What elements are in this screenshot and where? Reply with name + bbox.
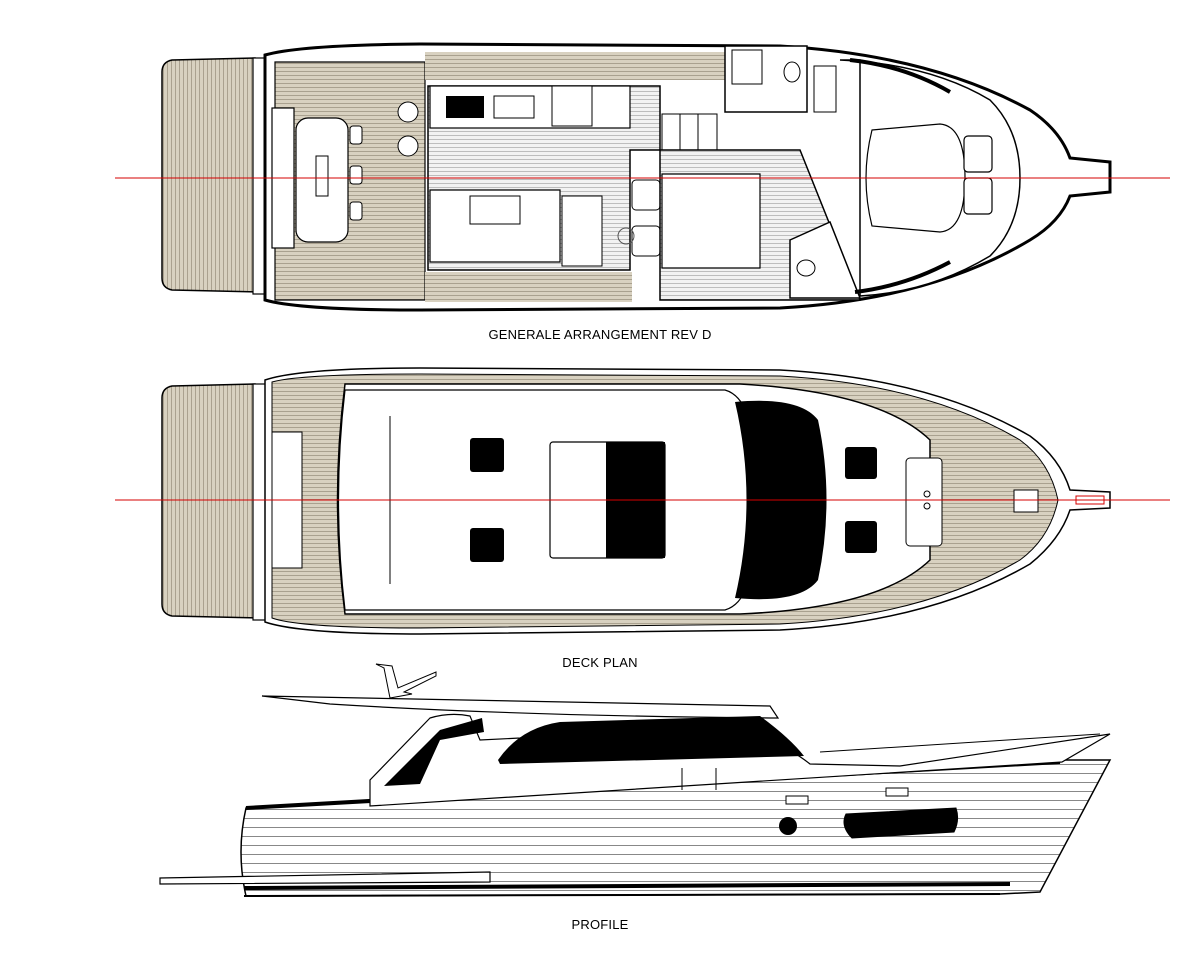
profile-caption: PROFILE	[571, 917, 629, 932]
ga-nightstand-2	[963, 177, 993, 215]
ga-stairs	[661, 113, 718, 151]
ga-table-insert	[315, 155, 329, 197]
ga-salon-seat	[561, 195, 603, 267]
profile-bow-rail	[819, 733, 1101, 753]
profile-vent-1	[785, 795, 809, 805]
deck-hatch-aft-port	[470, 438, 504, 472]
ga-helm-seat-1	[631, 179, 661, 211]
ga-port-side-deck	[425, 52, 725, 80]
ga-helm-seat-2	[631, 225, 661, 257]
profile-aft-window	[384, 718, 484, 786]
ga-salon-table	[469, 195, 521, 225]
profile-antenna	[375, 663, 437, 699]
ga-starboard-side-deck	[425, 272, 632, 302]
ga-stbd-window	[854, 260, 951, 294]
deck-windlass	[1013, 489, 1039, 513]
ga-nightstand-1	[963, 135, 993, 173]
ga-winch-1	[397, 101, 419, 123]
profile-vent-2	[885, 787, 909, 797]
profile-salon-window	[498, 716, 804, 764]
ga-aft-toilet	[783, 61, 801, 83]
ga-galley-cooktop	[446, 96, 484, 118]
ga-guest-berth	[661, 173, 761, 269]
deck-hatch-fwd-stbd	[845, 521, 877, 553]
profile-porthole	[779, 817, 797, 835]
deck-plan-caption: DECK PLAN	[562, 655, 638, 670]
ga-fwd-toilet	[796, 259, 816, 277]
profile-boot-stripe	[243, 882, 1011, 890]
profile-view	[159, 663, 1112, 897]
deck-swim-platform	[161, 383, 259, 619]
ga-galley-sink	[493, 95, 535, 119]
ga-winch-2	[397, 135, 419, 157]
ga-steering-wheel	[617, 227, 635, 245]
ga-galley-fridge	[551, 85, 593, 127]
profile-hull-window	[843, 807, 959, 839]
profile-swim-platform	[159, 871, 491, 885]
ga-salon-sofa	[429, 189, 561, 263]
deck-anchor-locker	[905, 457, 943, 547]
deck-hatch-fwd-port	[845, 447, 877, 479]
ga-port-window	[849, 58, 952, 94]
ga-ladder	[813, 65, 837, 113]
ga-chair-1	[349, 125, 363, 145]
ga-chair-2	[349, 165, 363, 185]
profile-keel-line	[243, 893, 1001, 897]
ga-aft-shower	[731, 49, 763, 85]
ga-fwd-head	[789, 220, 862, 299]
general-arrangement-plan	[115, 42, 1170, 312]
profile-hardtop	[261, 695, 780, 719]
deck-plan	[115, 367, 1170, 635]
ga-swim-platform	[161, 57, 259, 293]
deck-hatch-aft-stbd	[470, 528, 504, 562]
ga-chair-3	[349, 201, 363, 221]
general-arrangement-caption: GENERALE ARRANGEMENT REV D	[488, 327, 712, 342]
